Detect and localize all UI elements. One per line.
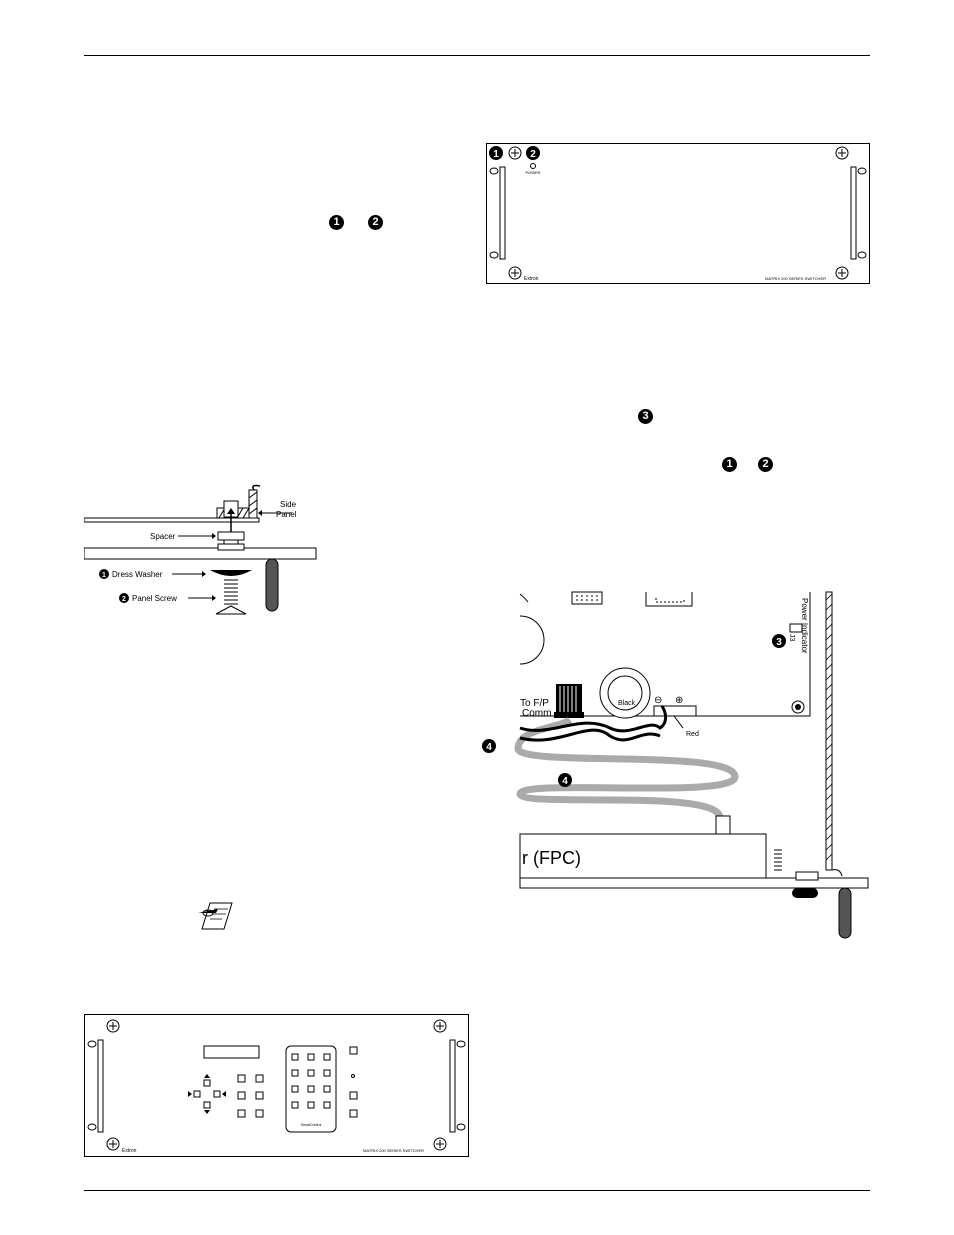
panel-screw-label: Panel Screw xyxy=(132,594,177,603)
badge-4-left xyxy=(482,739,496,753)
rear-badge-1 xyxy=(489,146,503,160)
screw-icon xyxy=(433,1019,447,1033)
rear-badge-2-text: 2 xyxy=(530,149,536,160)
fpc-label: r (FPC) xyxy=(522,848,581,868)
bottom-rule xyxy=(84,1190,870,1191)
rear-panel-figure: 1 2 POWER Extron MATRIX 200 SERIES SWITC… xyxy=(486,143,870,284)
callout-badge-1: 1 xyxy=(329,215,344,230)
front-model: MATRIX 200 SERIES SWITCHER xyxy=(363,1148,424,1153)
badge-3-text: 3 xyxy=(776,637,782,648)
screw-icon xyxy=(433,1137,447,1151)
handle-right xyxy=(850,166,867,260)
note-pencil-icon xyxy=(198,902,233,930)
rear-power-label: POWER xyxy=(525,170,540,175)
badge-4-left-text: 4 xyxy=(486,742,492,753)
handle-left xyxy=(87,1039,104,1133)
lcd-display xyxy=(203,1045,260,1059)
minus-symbol: ⊖ xyxy=(654,695,662,706)
red-label: Red xyxy=(686,731,699,738)
callout-badge-2b: 2 xyxy=(758,457,773,472)
dress-washer-num: 1 xyxy=(102,572,106,579)
side-panel-label-1: Side xyxy=(280,500,297,509)
panel-screw-diagram: Side Panel Spacer 1 Dress Washer 2 Panel… xyxy=(84,484,317,615)
rear-brand: Extron xyxy=(524,276,539,282)
callout-badge-1b: 1 xyxy=(722,457,737,472)
plus-symbol: ⊕ xyxy=(675,695,683,706)
badge-4-cable-text: 4 xyxy=(562,776,568,787)
rear-model: MATRIX 200 SERIES SWITCHER xyxy=(765,276,826,281)
to-fp-label: To F/P xyxy=(520,698,549,709)
badge-3 xyxy=(772,634,786,648)
callout-badge-3: 3 xyxy=(638,409,653,424)
badge-4-cable xyxy=(558,773,572,787)
screw-icon xyxy=(106,1019,120,1033)
power-indicator-label: Power Indicator xyxy=(800,598,809,654)
front-panel-figure: SmartControl Extron MATRIX 200 SERIES SW… xyxy=(84,1014,469,1157)
jumper-label: J3 xyxy=(788,634,795,642)
dress-washer-label: Dress Washer xyxy=(112,570,163,579)
screw-icon xyxy=(508,146,522,160)
arrow-keys xyxy=(188,1074,226,1114)
power-led-icon xyxy=(530,163,536,169)
screw-icon xyxy=(835,266,849,280)
comm-label: Comm xyxy=(522,708,551,719)
front-brand: Extron xyxy=(122,1148,137,1154)
screw-icon xyxy=(106,1137,120,1151)
internal-wiring-diagram: Power Indicator J3 3 Black ⊖ ⊕ Red To F/… xyxy=(482,591,869,939)
rear-badge-2 xyxy=(526,146,540,160)
rear-badge-1-text: 1 xyxy=(493,149,499,160)
screw-icon xyxy=(835,146,849,160)
callout-badge-2: 2 xyxy=(368,215,383,230)
side-panel-label: Panel xyxy=(276,510,297,519)
handle-left xyxy=(489,166,506,260)
handle-right xyxy=(449,1039,466,1133)
panel-screw-num: 2 xyxy=(122,596,126,603)
top-rule xyxy=(84,55,870,56)
screw-icon xyxy=(508,266,522,280)
keypad-brand: SmartControl xyxy=(301,1123,322,1127)
spacer-label: Spacer xyxy=(150,532,176,541)
black-label: Black xyxy=(618,700,636,707)
